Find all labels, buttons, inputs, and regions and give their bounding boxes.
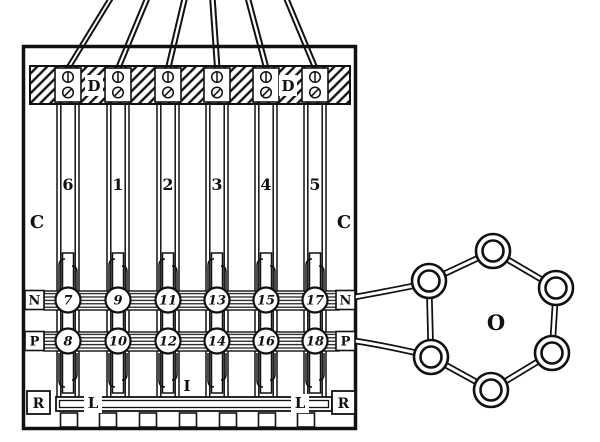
- contact-discs-lower: [54, 327, 329, 355]
- label-patch: [84, 394, 102, 413]
- rack-tooth: [257, 412, 277, 428]
- rack-tooth: [59, 412, 79, 428]
- terminal-block-icon: [203, 67, 231, 103]
- band-label-d-left: D: [87, 77, 100, 95]
- terminal-block-icon: [104, 67, 132, 103]
- terminal-block-icon: [301, 67, 329, 103]
- double-ring-roller-icon: [412, 338, 450, 376]
- contact-number: 11: [159, 294, 177, 309]
- rack-tooth: [296, 412, 316, 428]
- column-number: 3: [211, 175, 222, 194]
- contact-number: 9: [113, 294, 122, 309]
- overhead-wires: [65, 0, 319, 69]
- terminal-boxes: [24, 289, 356, 415]
- column-number: 5: [309, 175, 320, 194]
- bar-label-l-left: L: [88, 394, 99, 412]
- frame-label-c-left: C: [30, 212, 44, 233]
- contact-number: 17: [306, 294, 324, 309]
- contact-number: 12: [159, 335, 177, 350]
- column-number: 4: [260, 175, 271, 194]
- terminal-block-icon: [154, 67, 182, 103]
- label-patch: [85, 75, 103, 96]
- double-ring-roller-icon: [533, 334, 571, 372]
- terminal-block-icon: [252, 67, 280, 103]
- rack-tooth: [138, 412, 158, 428]
- contact-number: 7: [63, 294, 72, 309]
- double-ring-roller-icon: [474, 232, 512, 270]
- contact-discs-upper: [54, 286, 329, 314]
- contact-number: 14: [208, 335, 226, 350]
- rack-tooth: [178, 412, 198, 428]
- column-number: 1: [112, 175, 123, 194]
- label-patch: [291, 394, 309, 413]
- ring-label-o: O: [487, 310, 505, 335]
- bar-label-i: I: [183, 377, 190, 395]
- terminal-block-icon: [54, 67, 82, 103]
- box-label-r-left: R: [33, 396, 45, 412]
- contact-number: 13: [208, 294, 226, 309]
- rack-tooth: [98, 412, 118, 428]
- rack-tooth: [218, 412, 238, 428]
- frame-label-c-right: C: [337, 212, 351, 233]
- box-label-r-right: R: [338, 396, 350, 412]
- box-label-n-left: N: [29, 294, 41, 309]
- bar-label-l-right: L: [295, 394, 306, 412]
- column-number: 2: [162, 175, 173, 194]
- label-patch: [279, 75, 297, 96]
- double-ring-roller-icon: [472, 371, 510, 409]
- box-label-n-right: N: [340, 294, 352, 309]
- column-number: 6: [62, 175, 73, 194]
- box-label-p-left: P: [30, 335, 40, 350]
- contact-number: 8: [63, 335, 72, 350]
- contact-number: 15: [257, 294, 275, 309]
- double-ring-roller-icon: [410, 262, 448, 300]
- box-label-p-right: P: [341, 335, 351, 350]
- band-label-d-right: D: [281, 77, 294, 95]
- cable-band-upper: [43, 290, 340, 311]
- contact-number: 10: [109, 335, 127, 350]
- contact-number: 16: [257, 335, 275, 350]
- double-ring-roller-icon: [537, 269, 575, 307]
- bottom-bar: [55, 396, 333, 412]
- cable-band-lower: [43, 331, 340, 352]
- contact-number: 18: [306, 335, 324, 350]
